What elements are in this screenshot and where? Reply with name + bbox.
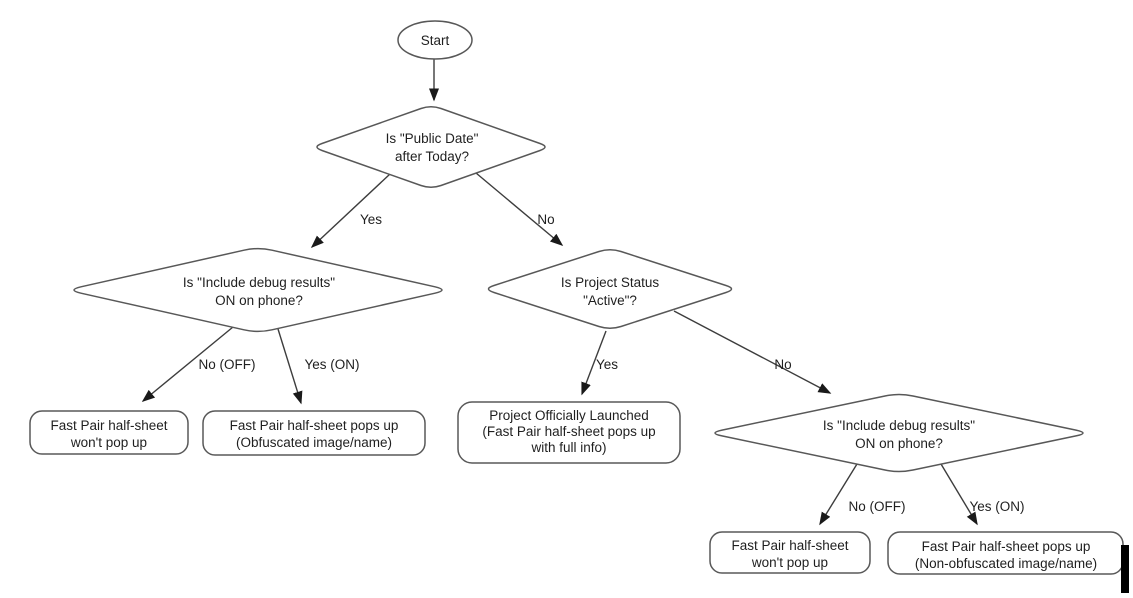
start-ellipse [397,20,473,60]
result-no-popup-left: Fast Pair half-sheet won't pop up [29,410,189,455]
edge-debug-right-yes [940,463,978,526]
edge-label-debug-left-yes: Yes (ON) [304,357,359,372]
result-launched-line3: with full info) [530,440,606,455]
edge-debug-right-no [819,463,858,526]
decision-debug-right-line2: ON on phone? [855,436,943,451]
edge-debug-left-no [141,326,234,402]
edge-label-project-status-no: No [774,357,791,372]
result-non-obfuscated: Fast Pair half-sheet pops up (Non-obfusc… [887,531,1124,575]
result-obfuscated-line2: (Obfuscated image/name) [236,435,392,450]
decision-project-status-line1: Is Project Status [561,275,660,290]
decision-project-status: Is Project Status "Active"? [487,249,733,329]
result-launched-box [457,401,681,464]
edge-label-debug-right-yes: Yes (ON) [969,499,1024,514]
result-no-popup-left-line1: Fast Pair half-sheet [50,418,167,433]
edge-label-debug-right-no: No (OFF) [849,499,906,514]
edge-public-date-yes [310,173,391,249]
result-launched: Project Officially Launched (Fast Pair h… [457,401,681,464]
result-obfuscated: Fast Pair half-sheet pops up (Obfuscated… [202,410,426,456]
decision-public-date-line1: Is "Public Date" [386,131,479,146]
decision-debug-left-line2: ON on phone? [215,293,303,308]
result-no-popup-right-box [709,531,871,574]
edge-project-status-no [673,310,832,394]
decision-debug-right-line1: Is "Include debug results" [823,418,975,433]
start-label: Start [421,33,450,48]
edge-label-project-status-yes: Yes [596,357,618,372]
edge-label-public-date-no: No [537,212,554,227]
decision-public-date-line2: after Today? [395,149,469,164]
edge-label-debug-left-no: No (OFF) [199,357,256,372]
decision-debug-left-line1: Is "Include debug results" [183,275,335,290]
text-cursor [1121,545,1129,593]
edge-debug-left-yes [277,328,303,405]
result-no-popup-right-line2: won't pop up [751,555,828,570]
decision-project-status-line2: "Active"? [583,293,637,308]
result-obfuscated-line1: Fast Pair half-sheet pops up [230,418,399,433]
edge-project-status-yes [581,330,607,396]
decision-project-status-diamond [487,249,733,329]
result-obfuscated-box [202,410,426,456]
result-launched-line1: Project Officially Launched [489,408,649,423]
decision-debug-right: Is "Include debug results" ON on phone? [714,393,1084,473]
result-no-popup-right: Fast Pair half-sheet won't pop up [709,531,871,574]
decision-public-date-diamond [316,106,546,188]
result-no-popup-right-line1: Fast Pair half-sheet [731,538,848,553]
result-no-popup-left-line2: won't pop up [70,435,147,450]
decision-public-date: Is "Public Date" after Today? [316,106,546,188]
start-node: Start [397,20,473,60]
edge-public-date-no [475,172,564,246]
result-non-obfuscated-line1: Fast Pair half-sheet pops up [922,539,1091,554]
decision-debug-right-diamond [714,393,1084,473]
result-launched-line2: (Fast Pair half-sheet pops up [482,424,655,439]
decision-debug-left: Is "Include debug results" ON on phone? [73,247,443,333]
result-non-obfuscated-line2: (Non-obfuscated image/name) [915,556,1097,571]
result-no-popup-left-box [29,410,189,455]
decision-debug-left-diamond [73,247,443,333]
edge-label-public-date-yes: Yes [360,212,382,227]
